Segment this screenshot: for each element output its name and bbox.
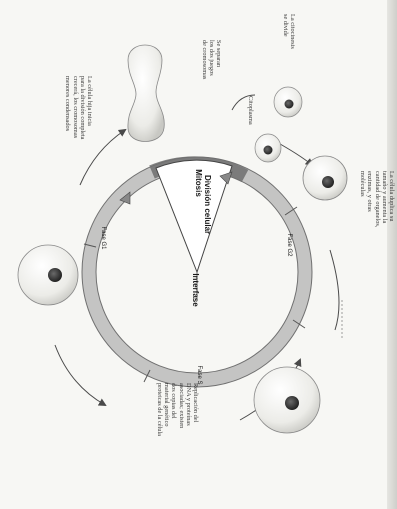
label-nucleos: Se separan los dos juegos de cromosomas	[196, 40, 222, 106]
phase-mitosis: Mitosis	[194, 169, 203, 197]
dividing-cell	[128, 45, 164, 142]
phase-g1: Fase G1	[100, 226, 106, 250]
daughter-cells	[255, 87, 302, 162]
label-sintesis: Replicación del DNA y proteínas asociada…	[153, 383, 199, 483]
label-citoplasma: Citoplasma	[246, 96, 254, 136]
phase-s: Fase S	[196, 365, 202, 384]
phase-g2: Fase G2	[286, 233, 292, 257]
division-title: División celular	[203, 175, 212, 234]
growing-cell	[303, 156, 347, 200]
mature-cell-right	[254, 367, 320, 433]
label-crecimiento: La célula duplica su tamaño y aumenta la…	[355, 171, 395, 289]
label-citocinesis-nueva: La célula hija inicia para la división c…	[59, 76, 93, 188]
mature-cell-left	[18, 245, 78, 305]
interphase-label: Interfase	[191, 273, 200, 307]
label-citocinesis: La citocinesis se divide	[278, 14, 296, 84]
